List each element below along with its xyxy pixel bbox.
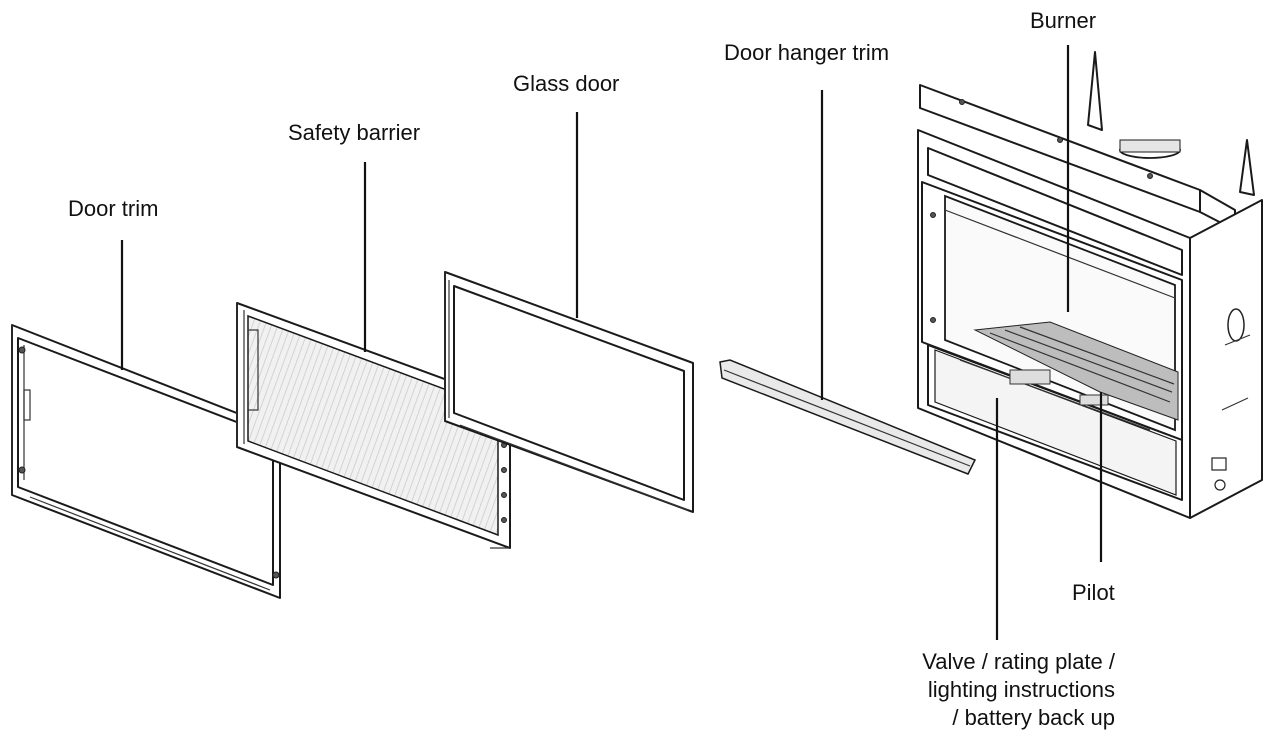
label-pilot: Pilot bbox=[1072, 580, 1115, 605]
leader-lines bbox=[120, 45, 1103, 640]
label-glass-door: Glass door bbox=[513, 71, 619, 96]
label-safety-barrier: Safety barrier bbox=[288, 120, 420, 145]
label-valve-line-1: Valve / rating plate / bbox=[922, 649, 1116, 674]
fireplace-body-part bbox=[917, 51, 1263, 519]
door-trim-part bbox=[11, 324, 281, 599]
label-door-trim: Door trim bbox=[68, 196, 158, 221]
label-valve-line-2: lighting instructions bbox=[928, 677, 1115, 702]
label-burner: Burner bbox=[1030, 8, 1096, 33]
door-hanger-trim-part bbox=[719, 359, 977, 475]
label-door-hanger-trim: Door hanger trim bbox=[724, 40, 889, 65]
glass-door-part bbox=[444, 271, 694, 513]
safety-barrier-part bbox=[236, 302, 511, 549]
label-valve-line-3: / battery back up bbox=[952, 705, 1115, 730]
